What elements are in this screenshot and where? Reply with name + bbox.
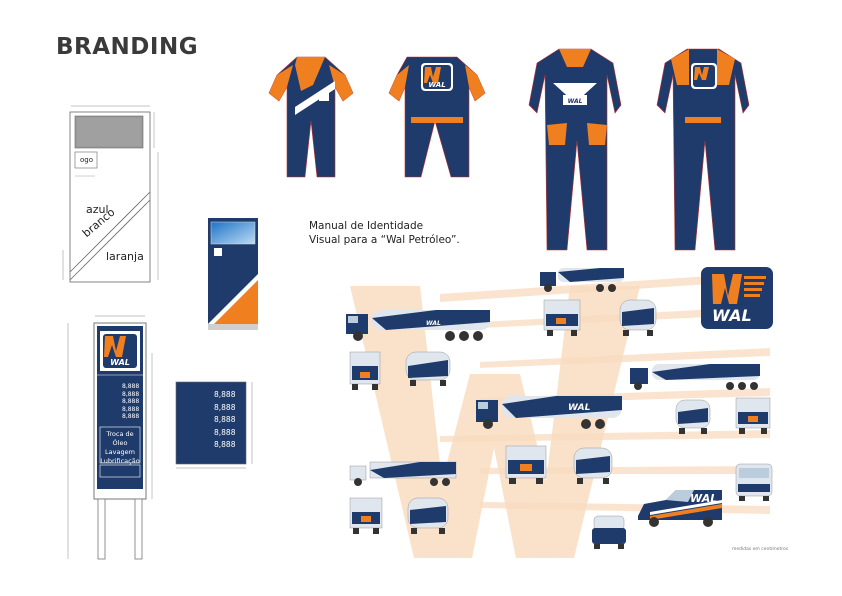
svg-text:WAL: WAL [568,98,583,105]
truck-icon [349,497,383,534]
van-icon: WAL [638,490,722,527]
truck-icon [405,351,451,386]
totem-price-row: 8,888 [122,383,140,390]
car-icon [592,515,626,549]
vehicles: WAL WAL [346,268,773,549]
service-wash: Lavagem [105,448,135,456]
zone-label-laranja: laranja [106,250,144,263]
truck-icon [349,461,457,486]
truck-icon [407,497,449,534]
panel-price-row: 8,888 [214,402,236,412]
totem-services: Troca de Óleo Lavagem Lubrificação [100,430,140,466]
van-icon [735,463,773,501]
coverall-icon [268,56,354,178]
totem-price-list: 8,888 8,888 8,888 8,888 8,888 [122,383,139,421]
caption-line-1: Manual de Identidade [309,220,424,232]
sign-totem: WAL [67,315,153,560]
price-panel [175,381,253,469]
truck-icon [505,445,547,484]
color-zone-diagram [62,105,159,283]
page-title: BRANDING [56,34,199,60]
truck-icon [573,447,613,484]
footnote: medidas em centímetros [732,547,789,552]
svg-text:WAL: WAL [426,320,441,327]
svg-text:WAL: WAL [110,358,130,367]
truck-icon [675,399,711,434]
truck-icon [735,397,771,434]
brand-wordmark: WAL [712,306,752,325]
truck-icon: WAL [476,396,622,429]
coverall-icon [656,48,750,251]
zone-label-azul: azul [86,203,109,216]
pump-panel-color [208,218,258,330]
logo-zone-label: ogo [80,156,94,164]
panel-price-row: 8,888 [214,440,236,449]
svg-text:WAL: WAL [690,492,717,505]
truck-icon [540,268,624,292]
logo-icon [701,267,773,329]
service-oil-change: Troca de Óleo [106,430,134,447]
panel-price-row: 8,888 [214,415,236,424]
service-lube: Lubrificação [100,457,140,465]
panel-price-row: 8,888 [214,390,236,399]
svg-text:WAL: WAL [568,403,591,413]
panel-price-row: 8,888 [214,427,236,437]
truck-icon [349,351,381,390]
totem-price-row: 8,888 [122,390,140,398]
totem-price-row: 8,888 [122,405,140,413]
description-caption: Manual de Identidade Visual para a “Wal … [309,219,460,247]
totem-price-row: 8,888 [122,398,140,405]
uniforms-group: WAL WAL [268,48,750,251]
truck-icon [619,299,657,336]
coverall-icon: WAL [388,56,486,178]
truck-icon [630,364,760,390]
totem-price-row: 8,888 [122,413,140,420]
panel-price-list: 8,888 8,888 8,888 8,888 8,888 [214,389,235,452]
caption-line-2: Visual para a “Wal Petróleo”. [309,234,460,246]
svg-text:WAL: WAL [428,81,445,89]
coverall-icon: WAL [528,48,622,251]
truck-icon [543,299,581,336]
truck-icon: WAL [346,310,490,341]
